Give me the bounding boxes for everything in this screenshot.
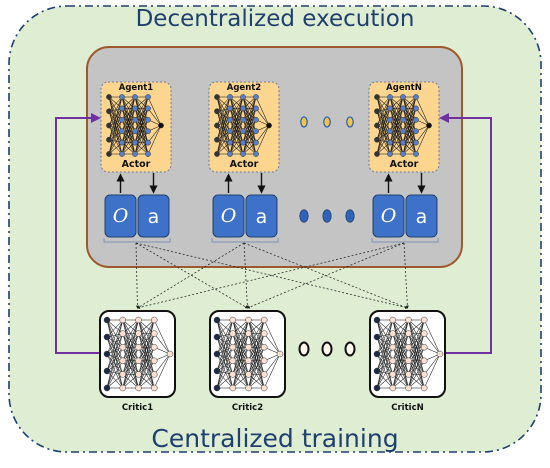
obs-action-to-critic-line	[135, 242, 249, 309]
pair-bracket	[103, 238, 171, 243]
critic-ellipsis-dot	[321, 341, 333, 357]
action-box	[405, 194, 438, 238]
actor-label: Actor	[122, 159, 151, 170]
critic-ellipsis-dot	[344, 341, 356, 357]
critic-1: Critic1	[99, 310, 176, 413]
critic-name: Critic2	[232, 403, 263, 413]
obs-ellipsis-dot	[345, 209, 355, 223]
agent-name: AgentN	[386, 83, 422, 93]
critic-2: Critic2	[209, 310, 286, 413]
observation-box	[104, 194, 137, 238]
critic-ellipsis-dot	[298, 341, 310, 357]
obs-action-to-critic-line	[135, 242, 409, 309]
agent-name: Agent1	[119, 83, 154, 93]
obs-action-to-critic-line	[243, 242, 409, 309]
pair-bracket	[371, 238, 439, 243]
observation-box	[372, 194, 405, 238]
observation-label: O	[381, 205, 397, 227]
obs-action-to-critic-line	[136, 242, 245, 309]
critic1-feedback-arrow	[55, 113, 101, 354]
agent-ellipsis-dot	[323, 116, 331, 128]
obs-action-to-critic-line	[246, 242, 405, 309]
observation-box	[212, 194, 245, 238]
decentralized-title: Decentralized execution	[135, 6, 415, 32]
obs-action-to-critic-line	[135, 242, 139, 309]
obs-action-to-critic-line	[243, 242, 249, 309]
critic-3: CriticN	[369, 310, 446, 413]
agent-name: Agent2	[227, 83, 262, 93]
obs-action-to-critic-line	[403, 242, 409, 309]
obs-ellipsis-dot	[322, 209, 332, 223]
connection-lines	[135, 242, 409, 309]
criticN-feedback-arrow	[439, 113, 492, 354]
feedback-arrows	[55, 113, 492, 354]
action-label: a	[148, 206, 160, 228]
agent-ellipsis-dot	[300, 116, 308, 128]
agent-ellipsis-dot	[346, 116, 354, 128]
pair-bracket	[211, 238, 279, 243]
actor-label: Actor	[390, 159, 419, 170]
actor-label: Actor	[230, 159, 259, 170]
action-label: a	[256, 206, 268, 228]
critic-name: CriticN	[391, 403, 423, 413]
action-box	[245, 194, 278, 238]
centralized-title: Centralized training	[151, 424, 399, 453]
observation-label: O	[113, 205, 129, 227]
obs-ellipsis-dot	[299, 209, 309, 223]
action-label: a	[416, 206, 428, 228]
obs-action-to-critic-line	[136, 242, 405, 309]
ellipsis-dots	[298, 116, 356, 357]
action-box	[137, 194, 170, 238]
observation-label: O	[221, 205, 237, 227]
critics-group: Critic1 Critic2 CriticN	[99, 310, 446, 413]
critic-name: Critic1	[122, 403, 153, 413]
